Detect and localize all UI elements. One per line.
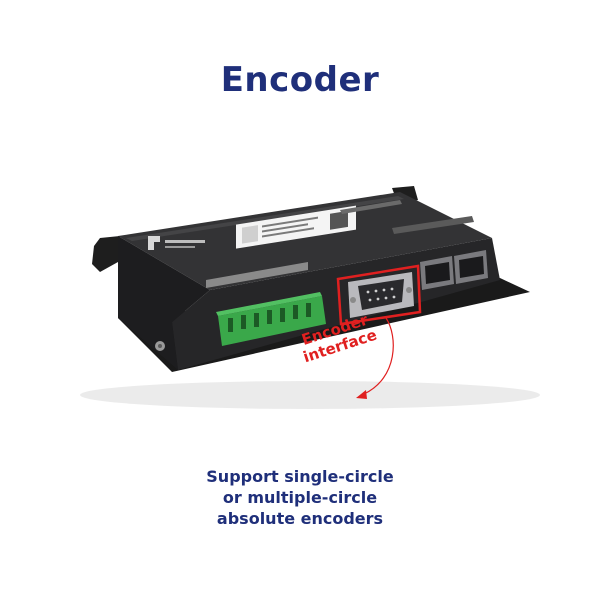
product-label <box>236 205 356 249</box>
caption-line-2: or multiple-circle <box>222 488 378 507</box>
annotation-arrow <box>363 317 394 395</box>
encoder-connector <box>348 272 414 318</box>
servo-drive-image <box>80 186 540 409</box>
page-title: Encoder <box>220 60 380 100</box>
mounting-ear-left <box>92 236 120 272</box>
top-face <box>118 192 492 290</box>
feature-caption: Support single-circle or multiple-circle… <box>0 466 600 529</box>
caption-line-3: absolute encoders <box>216 509 384 528</box>
brand-logo-mark <box>148 236 205 250</box>
rj45-port-2 <box>454 250 488 284</box>
encoder-highlight-box <box>336 264 422 326</box>
caption-line-1: Support single-circle <box>206 467 394 486</box>
left-face <box>118 236 210 370</box>
terminal-legend <box>206 262 308 288</box>
arrow-head-icon <box>356 390 367 399</box>
rj45-port-1 <box>420 256 454 290</box>
terminal-block <box>216 292 326 346</box>
